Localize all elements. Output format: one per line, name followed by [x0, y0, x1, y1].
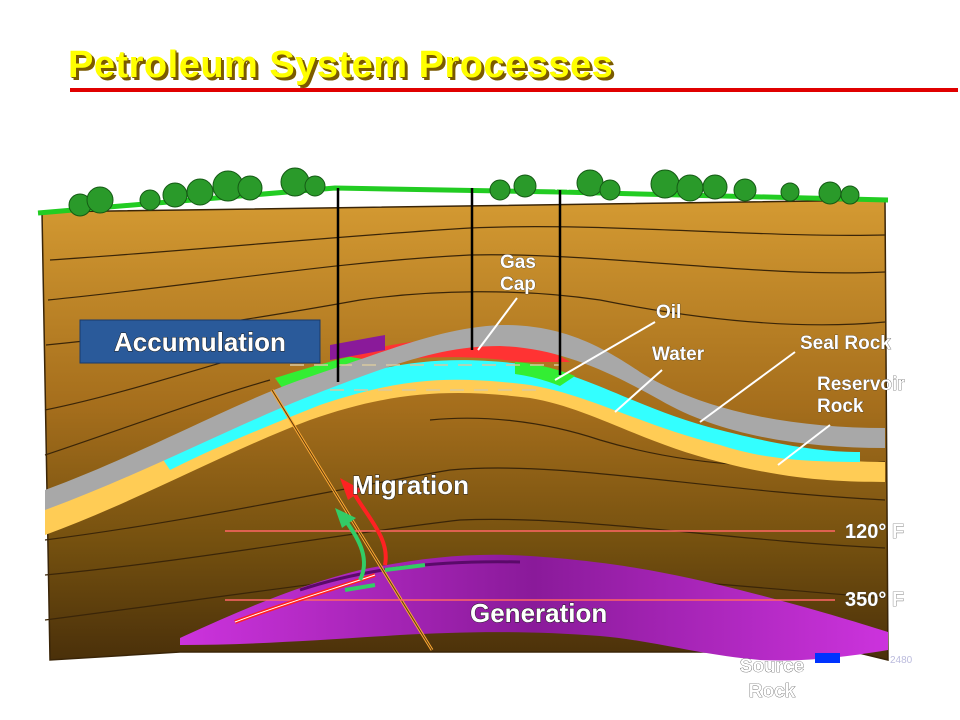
- arrow-icon: [234, 478, 426, 624]
- gas-cap-label-1: Gas: [500, 252, 536, 273]
- trap-pocket: [330, 335, 385, 360]
- surface: [37, 167, 889, 217]
- seal-rock: [45, 324, 885, 510]
- reservoir-rock-label-2: Rock: [817, 396, 864, 417]
- temp-120-label: 120° F: [845, 521, 904, 543]
- accumulation-label: Accumulation: [114, 327, 286, 357]
- accumulation-box: [79, 319, 321, 364]
- blue-marker: [815, 653, 840, 663]
- temp-350-label: 350° F: [845, 589, 904, 611]
- seal-rock-label: Seal Rock: [800, 333, 891, 354]
- generation-label: Generation: [470, 598, 607, 628]
- earth-block: [41, 199, 889, 661]
- source-rock-label-1: Source: [740, 656, 804, 677]
- reservoir-rock-label-1: Reservoir: [817, 374, 905, 395]
- source-rock-label-2: Rock: [749, 681, 796, 702]
- oil-label: Oil: [656, 302, 681, 323]
- leader-lines: [477, 297, 831, 466]
- wells: [336, 188, 562, 382]
- derrick-icon: [331, 129, 569, 191]
- reservoir-water: [160, 360, 860, 470]
- figure-number: 2480: [890, 655, 913, 666]
- title-underline: [70, 88, 958, 92]
- gas-cap-label-2: Cap: [500, 274, 536, 295]
- page-title: Petroleum System Processes: [68, 44, 614, 86]
- strata-lines: [44, 226, 886, 621]
- migration-label: Migration: [352, 470, 469, 500]
- water-label: Water: [652, 344, 705, 365]
- tree-icon: [68, 167, 860, 217]
- reservoir-yellow-band: [45, 367, 885, 535]
